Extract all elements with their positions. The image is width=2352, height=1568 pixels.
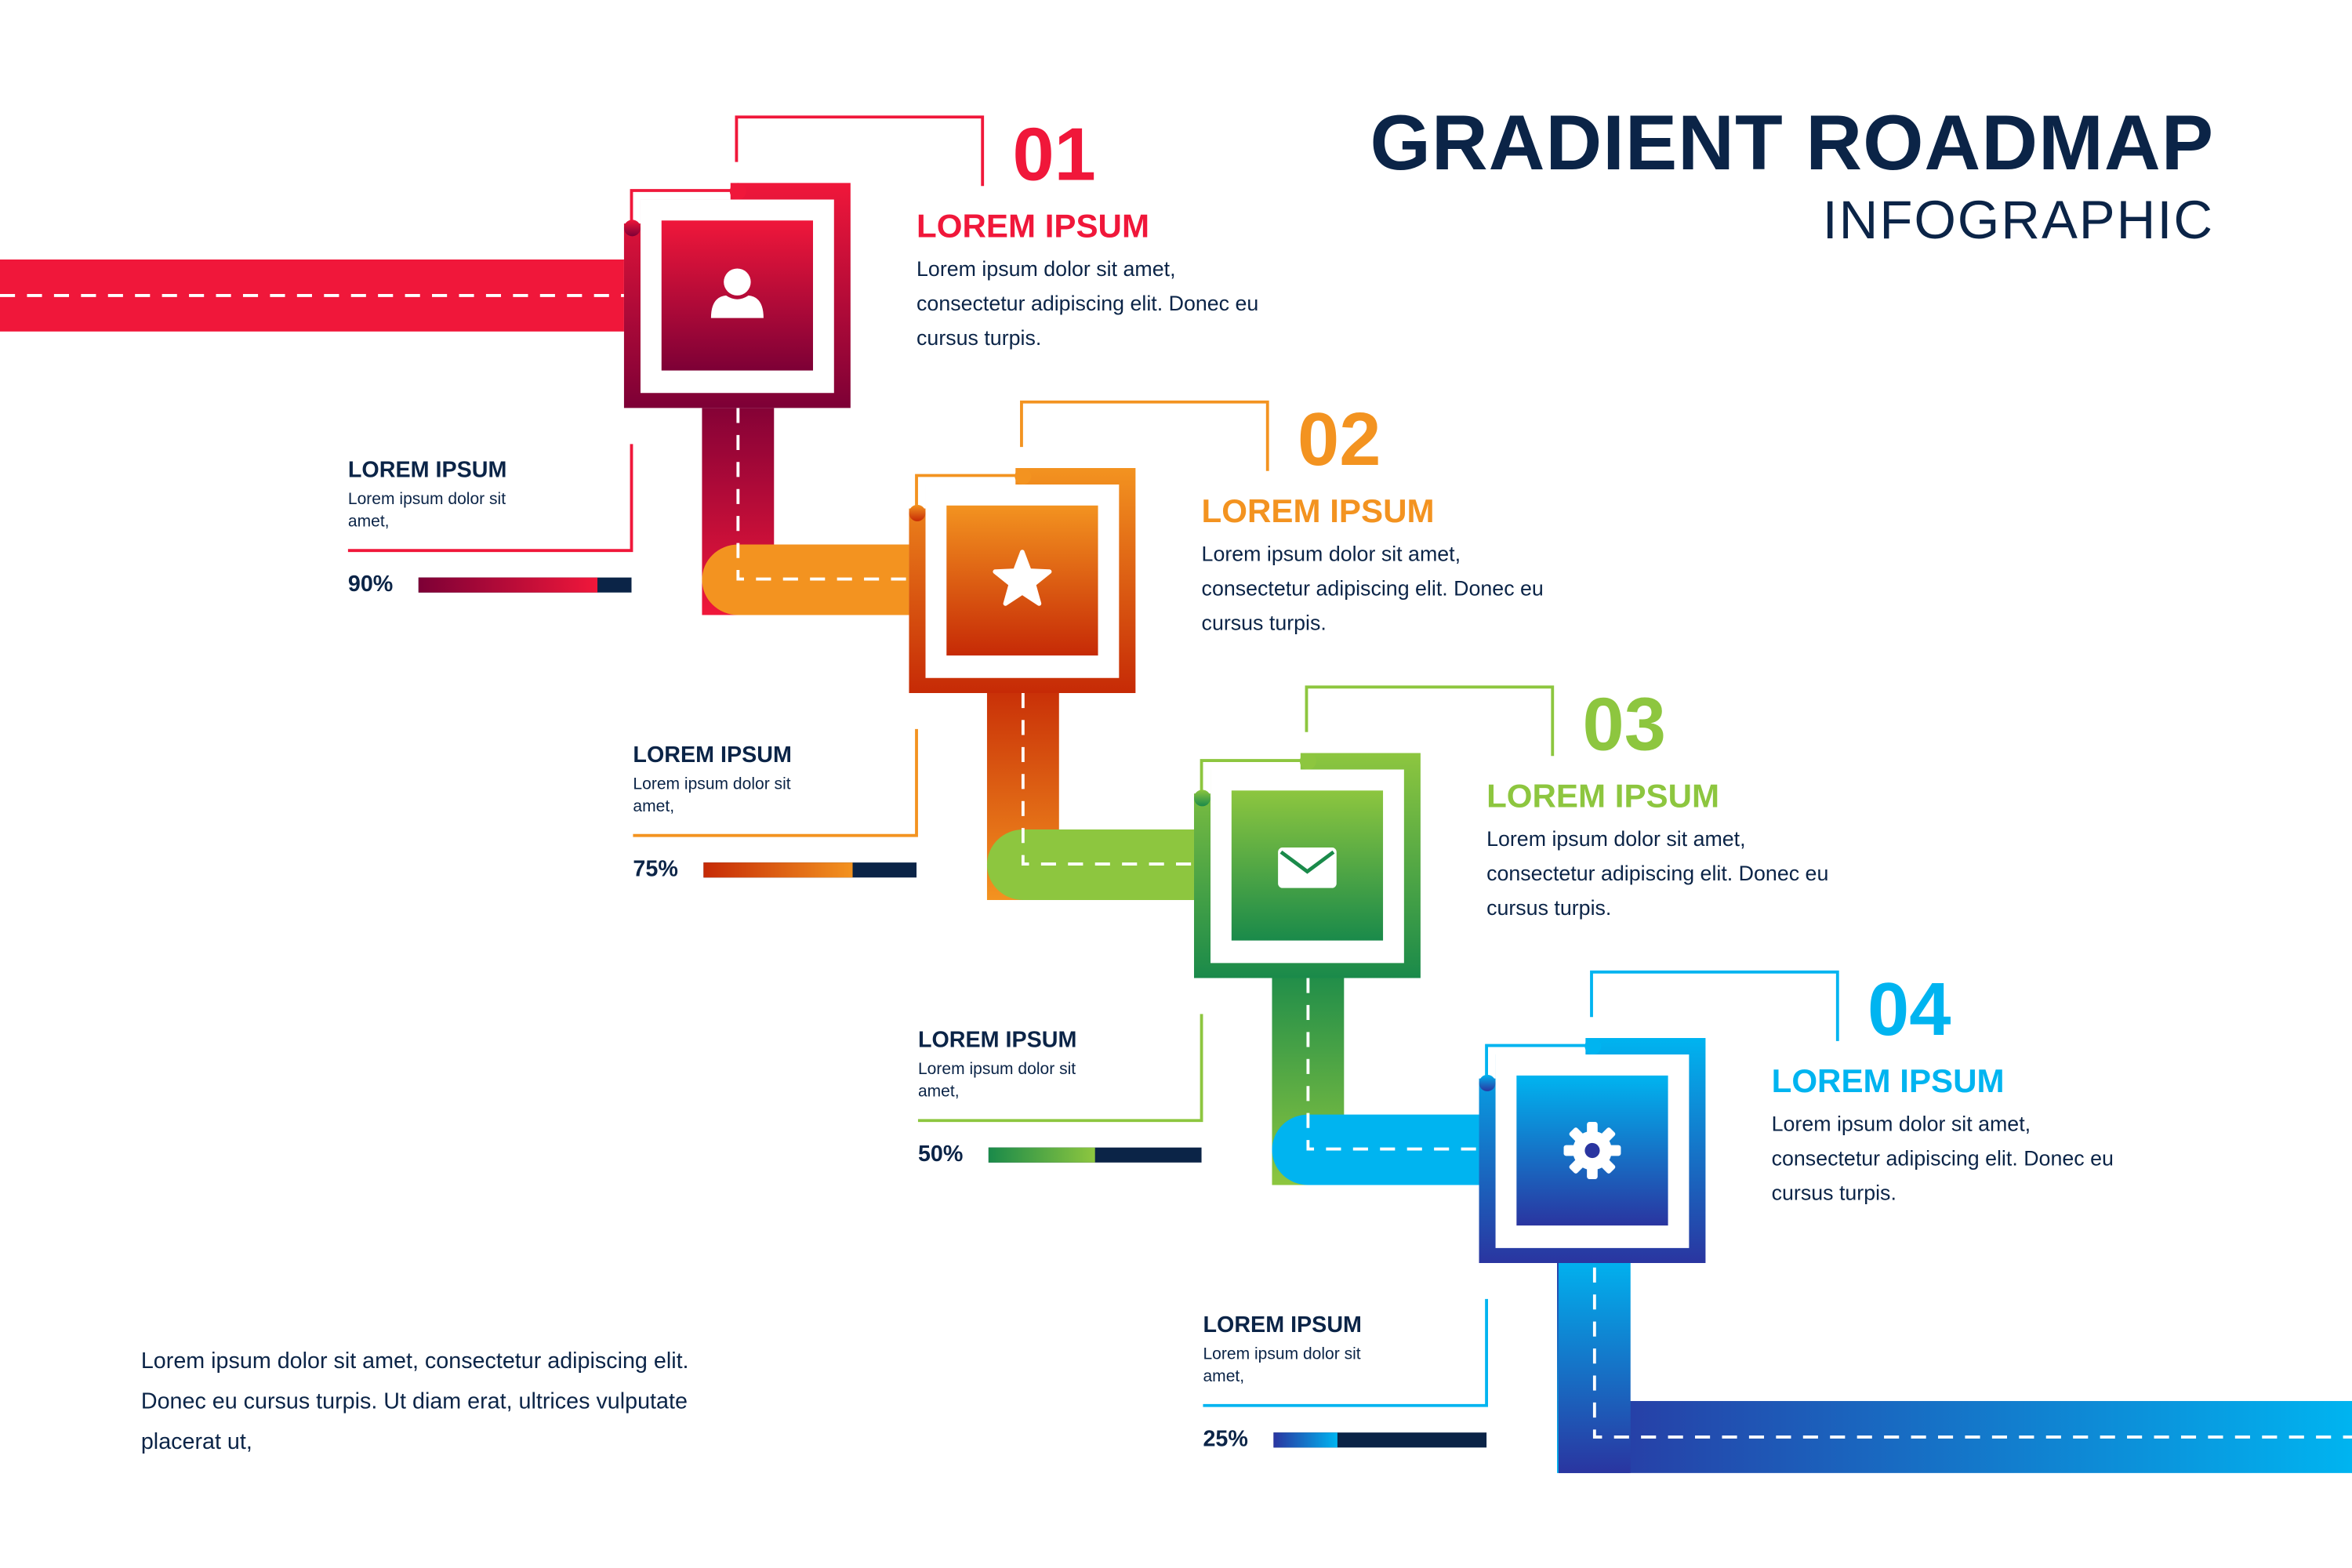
callout-bracket <box>1305 685 1555 757</box>
roads <box>702 393 2352 1473</box>
steps <box>622 181 1706 1263</box>
step-4-node <box>1477 1036 1706 1263</box>
side-text: Lorem ipsum dolor sit amet, <box>1203 1345 1361 1386</box>
progress-label: 75% <box>633 856 678 883</box>
body <box>710 295 764 318</box>
road-dashes <box>1592 1267 2352 1439</box>
step-number: 01 <box>1012 112 1096 197</box>
side-text: Lorem ipsum dolor sit amet, <box>633 775 791 816</box>
callout-bracket <box>1590 970 1839 1041</box>
progress-label: 50% <box>917 1142 964 1167</box>
frame-cap <box>1193 789 1211 807</box>
star <box>993 550 1052 606</box>
step-title: LOREM IPSUM <box>1771 1062 2005 1100</box>
step-number: 03 <box>1582 682 1666 767</box>
frame-cap <box>1299 753 1316 770</box>
side-title: LOREM IPSUM <box>1203 1312 1362 1338</box>
hole <box>1584 1142 1600 1159</box>
frame-cap <box>1584 1038 1602 1055</box>
side-bracket <box>347 444 633 553</box>
flap <box>1279 850 1335 874</box>
page-subtitle: INFOGRAPHIC <box>1822 189 2215 251</box>
progress-fill <box>703 862 853 878</box>
step-title: LOREM IPSUM <box>1201 492 1435 530</box>
step-number: 02 <box>1298 397 1381 482</box>
frame-cap <box>729 183 746 200</box>
step-description: Lorem ipsum dolor sit amet, consectetur … <box>1201 541 1544 635</box>
callout-bracket <box>735 115 985 187</box>
road-vertical <box>1558 1257 1631 1473</box>
frame-line <box>1200 759 1305 796</box>
step-1-node <box>622 181 851 408</box>
frame-cap <box>623 220 641 237</box>
step-title: LOREM IPSUM <box>916 207 1150 245</box>
frame-line <box>915 474 1021 510</box>
user-icon <box>710 268 764 318</box>
side-bracket <box>1203 1298 1488 1407</box>
star-icon <box>993 550 1052 606</box>
side-title: LOREM IPSUM <box>347 457 507 484</box>
side-bracket <box>917 1014 1203 1123</box>
frame-cap <box>909 504 926 521</box>
step-2-node <box>907 466 1136 693</box>
road-dashes <box>1306 978 1488 1151</box>
frame-line <box>630 189 735 225</box>
road-dashes <box>1021 692 1203 866</box>
step-description: Lorem ipsum dolor sit amet, consectetur … <box>916 256 1259 350</box>
side-text: Lorem ipsum dolor sit amet, <box>917 1060 1076 1102</box>
head <box>724 268 751 296</box>
step-number: 04 <box>1867 967 1951 1052</box>
envelope-icon <box>1278 848 1337 888</box>
frame-cap <box>1014 467 1032 485</box>
step-3-node <box>1192 751 1421 978</box>
page-title: GRADIENT ROADMAP <box>1370 100 2215 188</box>
frame-line <box>1485 1044 1591 1080</box>
progress-label: 25% <box>1203 1426 1248 1453</box>
frame-cap <box>1479 1074 1496 1091</box>
progress-label: 90% <box>347 571 394 597</box>
side-text: Lorem ipsum dolor sit amet, <box>347 490 506 532</box>
progress-fill <box>988 1147 1095 1163</box>
callout-bracket <box>1020 400 1269 471</box>
side-title: LOREM IPSUM <box>917 1027 1077 1054</box>
side-bracket <box>633 728 918 837</box>
progress-fill <box>418 577 598 593</box>
step-description: Lorem ipsum dolor sit amet, consectetur … <box>1771 1111 2114 1205</box>
footer-text: Lorem ipsum dolor sit amet, consectetur … <box>140 1348 689 1455</box>
step-description: Lorem ipsum dolor sit amet, consectetur … <box>1486 826 1829 920</box>
envelope <box>1278 848 1337 888</box>
gear-icon <box>1563 1122 1621 1179</box>
progress-fill <box>1273 1432 1338 1448</box>
step-title: LOREM IPSUM <box>1486 777 1720 815</box>
road-dashes <box>736 408 918 581</box>
side-title: LOREM IPSUM <box>633 742 792 768</box>
